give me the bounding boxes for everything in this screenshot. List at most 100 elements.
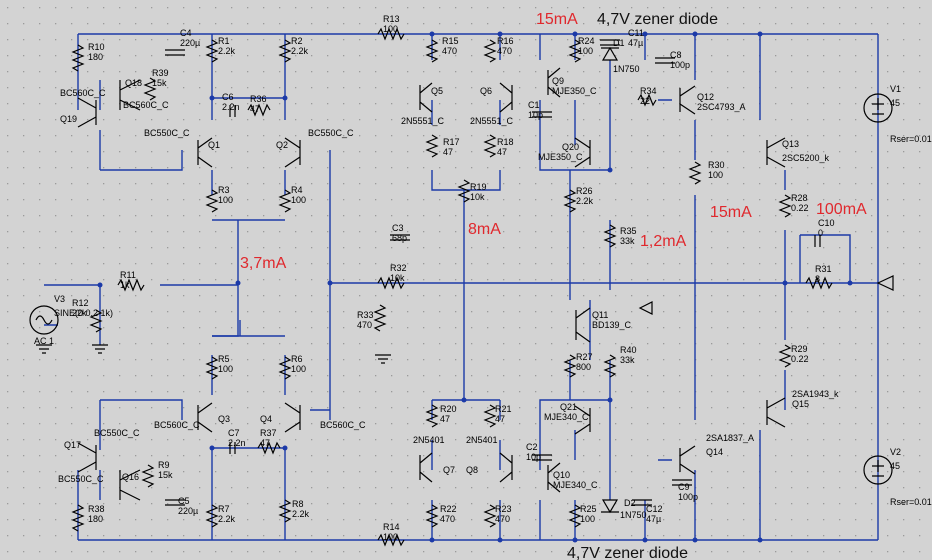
component-id: C2 — [526, 442, 538, 452]
resistor-R6 — [278, 356, 292, 380]
component-id: Q11 — [592, 310, 608, 320]
component-id: V2 — [890, 447, 901, 457]
component-value: 47 — [260, 438, 270, 448]
component-id: C3 — [392, 223, 404, 233]
component-id: R9 — [158, 460, 170, 470]
capacitor-C10 — [814, 235, 821, 247]
transistor-Q2 — [284, 137, 301, 168]
component-id: R7 — [218, 504, 230, 514]
component-value: 2.2k — [218, 514, 236, 524]
component-id: R11 — [120, 270, 136, 280]
component-value: 2SC5200_k — [782, 153, 830, 163]
capacitor-C12 — [632, 499, 652, 506]
resistor-R21 — [483, 404, 497, 428]
component-id: R30 — [708, 160, 725, 170]
label-r8: R82.2k — [292, 499, 310, 519]
transistor-Q5 — [419, 82, 433, 113]
capacitor-C2 — [532, 454, 552, 461]
component-id: C9 — [678, 482, 690, 492]
component-value: 2N5551_C — [470, 116, 514, 126]
annotation-current-100mA: 100mA — [816, 201, 867, 218]
component-value: 47µ — [628, 38, 643, 48]
resistor-R33 — [373, 304, 387, 332]
component-id: C7 — [228, 428, 240, 438]
component-value: 47 — [440, 414, 450, 424]
component-id: Q7 — [443, 465, 455, 475]
component-value: 100 — [578, 46, 593, 56]
component-value: 68p — [392, 233, 407, 243]
component-value: 100 — [218, 195, 233, 205]
annotation-current-3-7mA: 3,7mA — [240, 255, 287, 272]
component-value: 470 — [440, 514, 455, 524]
component-id: R35 — [620, 226, 637, 236]
resistor-R10 — [71, 44, 85, 72]
voltage-source-V3 — [29, 305, 59, 335]
component-id: Q14 — [706, 447, 723, 457]
annotation-current-15mA-top: 15mA — [536, 11, 578, 28]
resistor-R39 — [143, 77, 157, 101]
resistor-R31 — [805, 276, 833, 290]
component-value: MJE340_C — [553, 480, 598, 490]
resistor-R34 — [637, 93, 657, 107]
component-id: R14 — [383, 522, 400, 532]
component-id: V3 — [54, 294, 65, 304]
component-id: R31 — [815, 264, 832, 274]
resistor-R8 — [278, 499, 292, 523]
component-value: 10p — [526, 452, 541, 462]
component-id: C8 — [670, 50, 682, 60]
component-id: Q18 — [125, 78, 142, 88]
component-id: R40 — [620, 345, 637, 355]
annotation-zener-bottom: 4,7V zener diode — [567, 545, 688, 560]
capacitor-C7 — [229, 442, 236, 454]
component-id: C1 — [528, 100, 540, 110]
resistor-R13 — [377, 27, 405, 41]
component-id: R24 — [578, 36, 595, 46]
resistor-R4 — [278, 189, 292, 213]
component-value: 15k — [152, 78, 167, 88]
label-r1: R12.2k — [218, 36, 236, 56]
resistor-R32 — [377, 276, 405, 290]
component-value: 1N750 — [620, 510, 647, 520]
transistor-Q18 — [119, 79, 141, 111]
resistor-R7 — [205, 504, 219, 528]
component-value: 2SC4793_A — [697, 102, 746, 112]
component-id: Q6 — [480, 86, 492, 96]
component-value: 47 — [250, 104, 260, 114]
component-id: R21 — [495, 404, 512, 414]
resistor-R16 — [483, 39, 497, 63]
component-id: D1 — [613, 38, 625, 48]
component-id: R22 — [440, 504, 457, 514]
transistor-Q4 — [284, 402, 301, 433]
capacitor-C8 — [655, 57, 675, 64]
component-id: R12 — [72, 298, 89, 308]
component-value: 470 — [357, 320, 372, 330]
component-id: Q16 — [122, 472, 139, 482]
transistor-Q13 — [766, 137, 786, 168]
component-id: R16 — [497, 36, 514, 46]
